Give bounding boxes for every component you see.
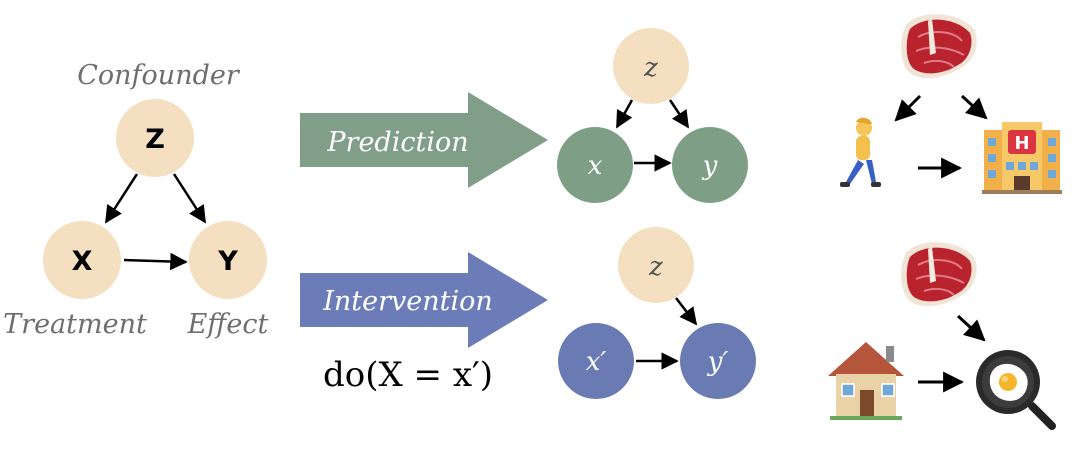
node-z [116, 99, 194, 177]
example-bottom [828, 242, 1056, 430]
pred-edge-z-x [615, 99, 634, 129]
node-x-label: X [72, 246, 93, 277]
intervention-label: Intervention [322, 286, 493, 317]
ex-bottom-edge-conf-effect [956, 314, 986, 342]
confounder-label: Confounder [77, 60, 241, 91]
pred-node-z-label: z [643, 53, 658, 83]
do-expression: do(X = x′) [323, 355, 493, 395]
svg-text:H: H [1014, 133, 1029, 154]
pred-node-x [557, 127, 633, 203]
intervention-graph: z x′ y′ [558, 227, 756, 399]
pred-node-y-label: y [702, 151, 718, 181]
prediction-arrow: Prediction [300, 92, 548, 188]
hospital-icon: H [982, 122, 1062, 194]
edge-z-y [172, 173, 207, 224]
steak-icon [901, 242, 977, 307]
node-y-label: Y [217, 246, 238, 277]
pred-node-z [613, 28, 689, 104]
int-node-x [558, 323, 634, 399]
treatment-label: Treatment [3, 309, 147, 340]
example-top: H [840, 14, 1062, 194]
int-node-y-label: y′ [707, 347, 729, 377]
int-node-y [680, 323, 756, 399]
causal-graph: Confounder Z X Y Treatment Effect [3, 60, 268, 340]
node-z-label: Z [145, 124, 165, 155]
person-walking-icon [840, 117, 881, 187]
ex-top-edge-conf-treat [894, 94, 922, 122]
pred-node-y [672, 127, 748, 203]
int-edge-z-y [675, 297, 698, 326]
fried-egg-pan-icon [976, 350, 1056, 430]
edge-x-y [123, 252, 188, 271]
effect-label: Effect [187, 309, 269, 340]
edge-z-x [104, 173, 139, 224]
pred-edge-z-y [668, 99, 690, 129]
pred-node-x-label: x [588, 151, 603, 181]
steak-icon [901, 14, 977, 79]
int-node-z [618, 227, 694, 303]
prediction-label: Prediction [326, 127, 468, 158]
prediction-graph: z x y [557, 28, 748, 203]
node-x [43, 221, 121, 299]
ex-top-edge-conf-effect [960, 94, 988, 120]
int-node-x-label: x′ [586, 347, 607, 377]
intervention-arrow: Intervention [300, 252, 548, 348]
int-node-z-label: z [648, 252, 663, 282]
house-icon [828, 342, 904, 420]
node-y [189, 221, 267, 299]
